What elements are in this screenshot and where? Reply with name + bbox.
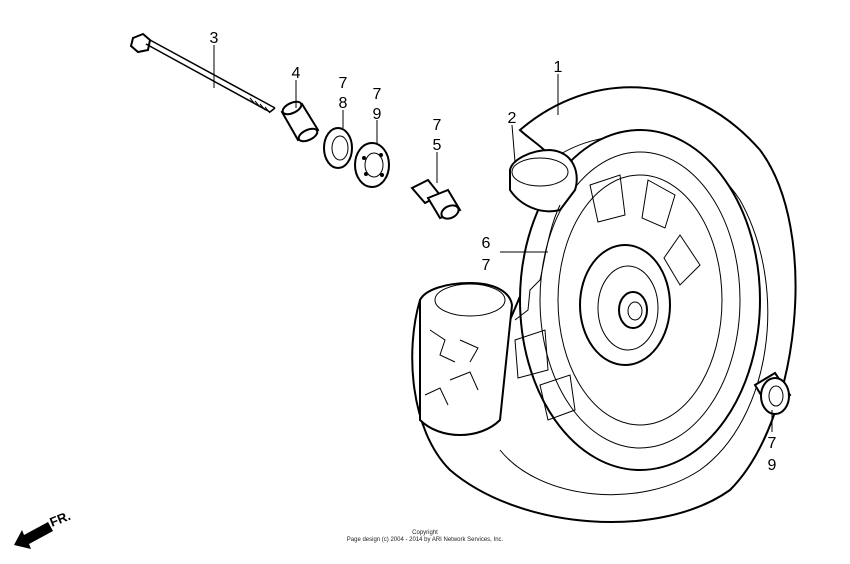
callout-2: 2 (508, 110, 517, 127)
front-arrow-icon (14, 522, 53, 549)
callout-3: 3 (210, 30, 219, 47)
callout-1: 1 (554, 59, 563, 76)
callout-7-right: 7 (768, 435, 777, 452)
wheel-hub (579, 244, 671, 366)
callout-7-bearing: 7 (373, 86, 382, 103)
radial-bearing-left (354, 142, 390, 188)
callout-9-bearing: 9 (373, 106, 382, 123)
distance-collar (410, 178, 462, 220)
callout-7-strip: 7 (482, 257, 491, 274)
callout-7-collar: 7 (433, 117, 442, 134)
callout-7-seal: 7 (339, 75, 348, 92)
copyright-line-1: Copyright (412, 530, 438, 536)
front-label: FR. (48, 508, 73, 530)
callout-9-right: 9 (768, 457, 777, 474)
rim-strip (514, 204, 561, 321)
inner-tube-section (509, 148, 578, 213)
tire-cross-section (419, 281, 514, 436)
callout-5: 5 (433, 137, 442, 154)
dust-seal (323, 127, 353, 169)
leader-lines (213, 45, 773, 432)
copyright-line-2: Page design (c) 2004 - 2014 by ARI Netwo… (347, 537, 504, 543)
callout-labels: 1 2 3 4 7 8 7 9 7 5 6 7 7 9 (210, 30, 777, 474)
axle-collar (280, 100, 320, 143)
callout-8: 8 (339, 95, 348, 112)
axle-bolt (129, 32, 276, 114)
callout-4: 4 (292, 65, 301, 82)
callout-6: 6 (482, 235, 491, 252)
radial-bearing-right (753, 371, 792, 415)
front-direction-indicator: FR. (14, 508, 73, 549)
